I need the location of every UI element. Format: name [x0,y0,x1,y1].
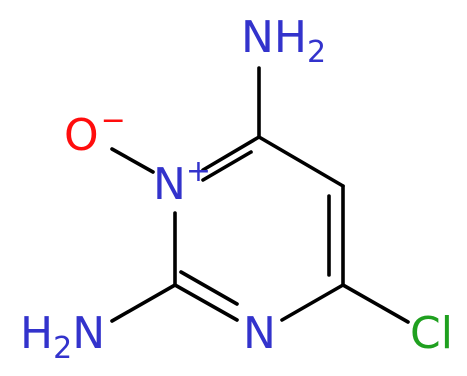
bond-n1-o [110,147,155,174]
atom-n-plus: N+ [153,154,211,210]
bond-c4-c5 [257,135,345,188]
bond-c4-n1-double [201,150,253,182]
bond-c6-cl [341,283,410,324]
bond-c4-n1 [201,135,261,172]
bond-n3-c2 [173,283,239,322]
atom-cl: Cl [410,308,453,359]
bond-c6-n3 [280,283,345,322]
bond-c2-nh2 [110,283,177,323]
bonds [110,66,410,324]
atom-nh2-left: H2N [20,308,105,366]
atom-n-ring: N [243,308,276,359]
atom-o-minus: O− [64,103,126,161]
atom-nh2-top: NH2 [241,12,326,70]
bond-n3-c2-double [179,270,239,306]
